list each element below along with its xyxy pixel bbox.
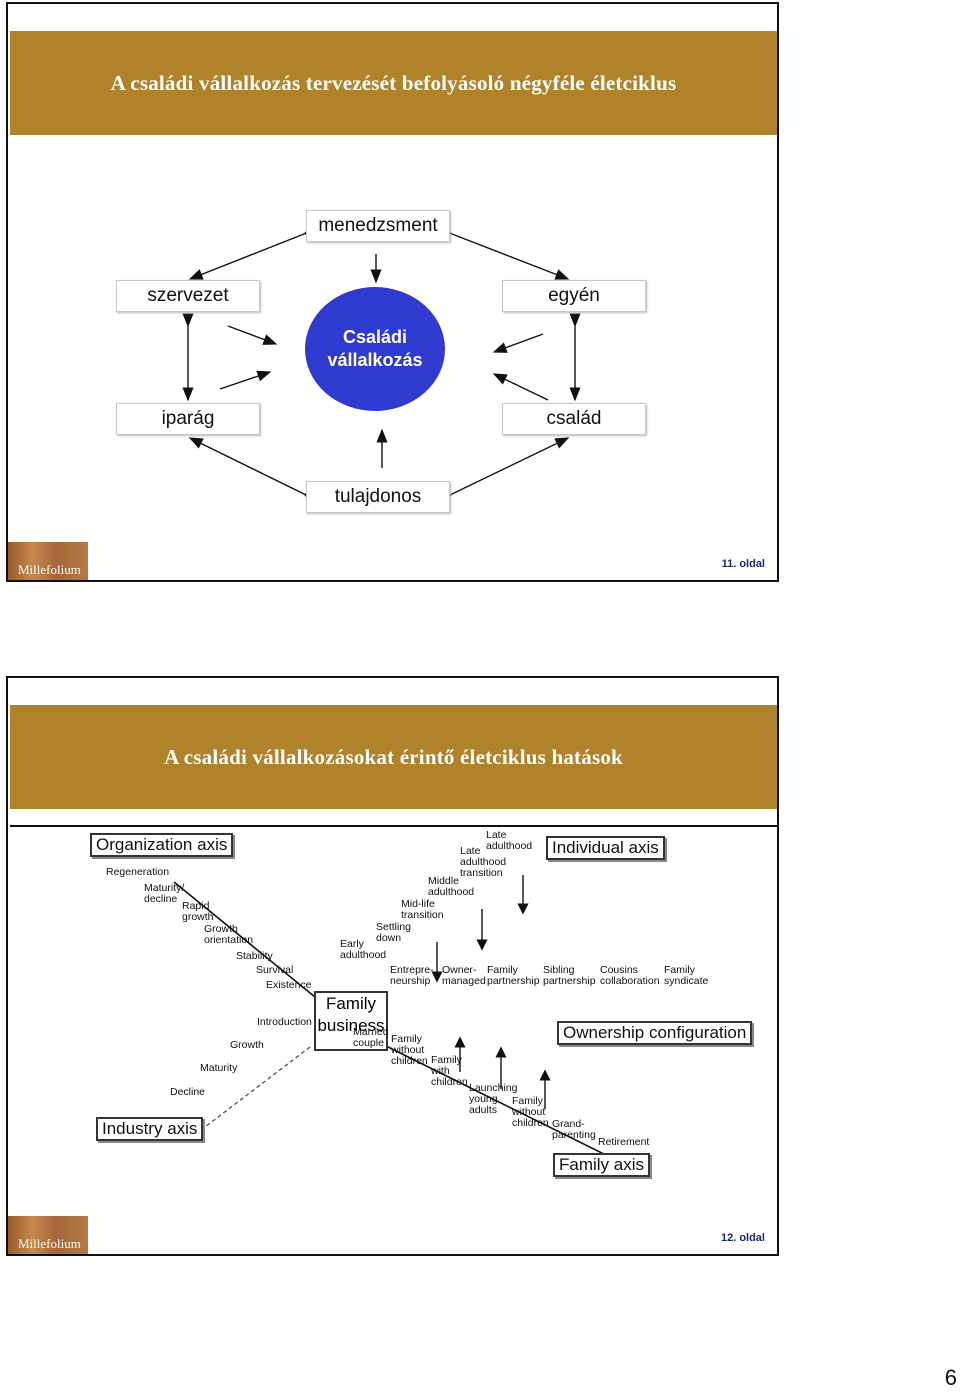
family-stage: Launching young adults — [469, 1082, 518, 1116]
individual-stage: Late adulthood transition — [460, 845, 507, 879]
slide-title: A családi vállalkozás tervezését befolyá… — [110, 70, 677, 95]
ownership-stage: Cousins collaboration — [600, 964, 660, 987]
individual-axis-box: Individual axis — [546, 836, 665, 860]
arrow-csalad-center — [492, 373, 549, 401]
family-axis-line — [383, 1044, 621, 1163]
box-iparag: iparág — [116, 403, 260, 435]
arrow-szervezet-center — [227, 325, 278, 345]
family-stage: Grand- parenting — [552, 1118, 596, 1141]
life-cycle-figure: Organization axis Individual axis Owners… — [10, 825, 777, 1212]
millefolium-logo: Millefolium — [8, 1216, 88, 1254]
individual-stage: Middle adulthood — [428, 875, 475, 898]
logo-text: Millefolium — [18, 562, 81, 577]
industry-axis-box: Industry axis — [96, 1117, 204, 1141]
ownership-stage: Family syndicate — [664, 964, 709, 987]
organization-axis-line — [173, 881, 316, 998]
title-banner: A családi vállalkozás tervezését befolyá… — [10, 31, 777, 135]
page-number: 12. oldal — [720, 1232, 765, 1244]
org-stage: Rapid growth — [182, 900, 214, 923]
arrows-diagram — [182, 224, 581, 505]
box-egyen: egyén — [502, 280, 646, 312]
individual-stage: Mid-life transition — [401, 898, 444, 921]
arrow-menedzsment-egyen — [438, 224, 570, 280]
ownership-stage: Entrepre- neurship — [390, 964, 434, 987]
title-banner: A családi vállalkozásokat érintő életcik… — [10, 705, 777, 809]
family-stage: Retirement — [598, 1136, 650, 1148]
individual-stage: Early adulthood — [340, 938, 387, 961]
axis-lines — [173, 875, 621, 1163]
slide-title: A családi vállalkozásokat érintő életcik… — [164, 744, 623, 769]
ownership-stage: Sibling partnership — [543, 964, 596, 987]
page-number: 11. oldal — [721, 558, 765, 570]
box-menedzsment: menedzsment — [306, 210, 450, 242]
ownership-stage: Family partnership — [487, 964, 540, 987]
box-szervezet: szervezet — [116, 280, 260, 312]
center-label-line2: vállalkozás — [327, 350, 423, 370]
family-stage: Family without children — [512, 1095, 549, 1129]
arrow-tulajdonos-csalad — [438, 437, 570, 505]
industry-stage: Decline — [170, 1086, 206, 1098]
industry-axis-line — [204, 1046, 311, 1128]
industry-stage: Growth — [230, 1039, 264, 1051]
arrow-egyen-center — [492, 333, 544, 353]
arrow-iparag-center — [219, 370, 272, 390]
industry-stage: Maturity — [200, 1062, 238, 1074]
family-business-box: Family business — [314, 991, 388, 1051]
center-circle: Családi vállalkozás — [305, 287, 445, 411]
arrow-tulajdonos-iparag — [188, 437, 318, 505]
family-stage: Married couple — [353, 1026, 389, 1049]
box-tulajdonos: tulajdonos — [306, 481, 450, 513]
individual-stage: Settling down — [376, 921, 412, 944]
family-axis-box: Family axis — [553, 1153, 651, 1177]
sheet-page-number: 6 — [944, 1365, 957, 1390]
box-csalad: család — [502, 403, 646, 435]
logo-text: Millefolium — [18, 1236, 81, 1251]
ownership-stage: Owner- managed — [442, 964, 486, 987]
ownership-configuration-box: Ownership configuration — [557, 1021, 753, 1045]
arrow-menedzsment-szervezet — [188, 224, 318, 280]
millefolium-logo: Millefolium — [8, 542, 88, 580]
slide-11: A családi vállalkozás tervezését befolyá… — [6, 2, 779, 582]
org-stage: Regeneration — [106, 866, 170, 878]
family-stage: Family without children — [391, 1033, 428, 1067]
org-stage: Growth orientation — [204, 923, 254, 946]
individual-stage: Late adulthood — [486, 829, 533, 852]
organization-axis-box: Organization axis — [90, 833, 234, 857]
industry-stage: Introduction — [257, 1016, 312, 1028]
org-stage: Stability — [236, 950, 273, 962]
org-stage: Survival — [256, 964, 294, 976]
slide-12: A családi vállalkozásokat érintő életcik… — [6, 676, 779, 1256]
org-stage: Existence — [266, 979, 312, 991]
family-stage: Family with children — [431, 1054, 468, 1088]
org-stage: Maturity/ decline — [144, 882, 185, 905]
center-label-line1: Családi — [342, 327, 408, 347]
